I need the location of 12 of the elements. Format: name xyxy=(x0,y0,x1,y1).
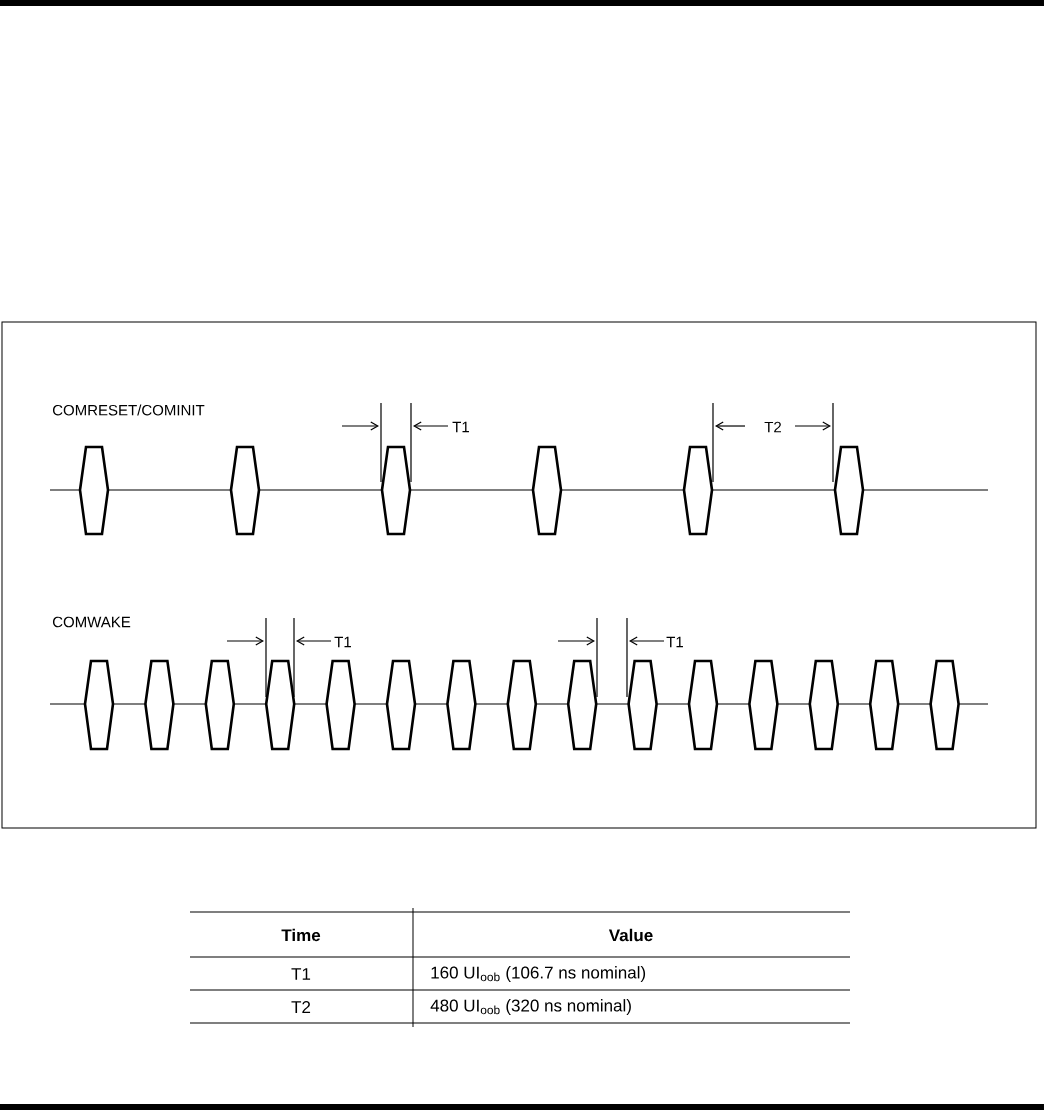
table-cell: T1 xyxy=(291,968,311,980)
timing-label: T2 xyxy=(764,421,781,433)
timing-label: T1 xyxy=(334,636,351,648)
signal-label: COMWAKE xyxy=(52,616,131,628)
table-cell: T2 xyxy=(291,1001,311,1013)
table-cell: 480 UI$_{oob}$ (320 ns nominal) xyxy=(430,999,631,1015)
table-cell: Time xyxy=(281,928,321,942)
timing-label: T1 xyxy=(666,636,683,648)
signal-label: COMRESET/COMINIT xyxy=(52,404,205,416)
timing-label: T1 xyxy=(452,421,469,433)
table-cell: Value xyxy=(608,928,653,942)
table-cell: 160 UI$_{oob}$ (106.7 ns nominal) xyxy=(431,966,646,982)
